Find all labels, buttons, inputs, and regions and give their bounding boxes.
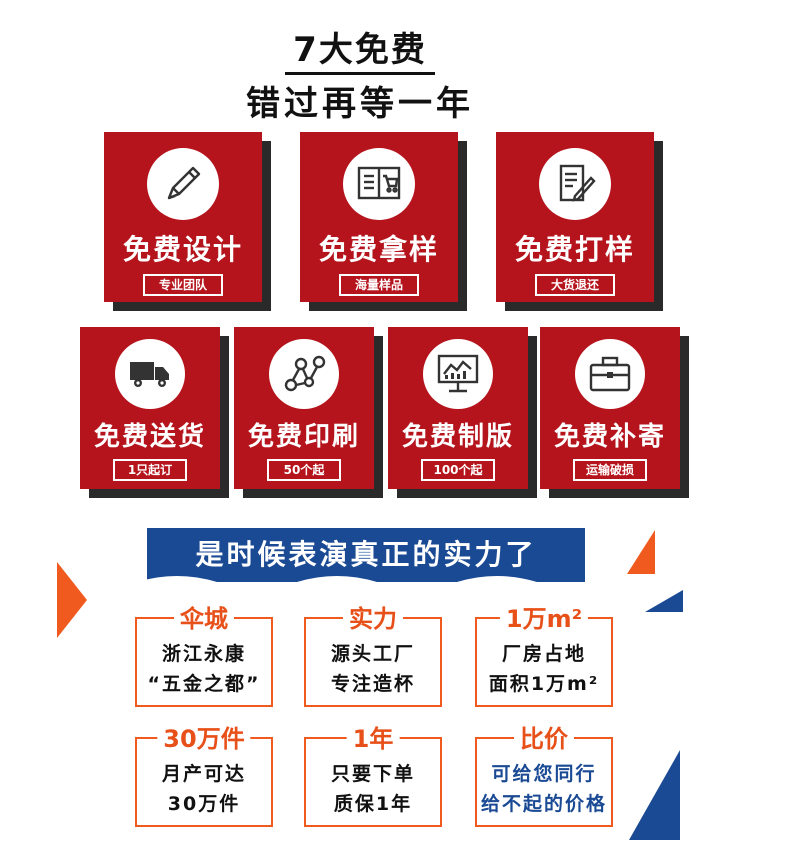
page-title-text: 7大免费 bbox=[285, 30, 435, 75]
card-tag: 海量样品 bbox=[339, 274, 419, 296]
card-tag: 1只起订 bbox=[113, 459, 187, 481]
pencil-icon bbox=[147, 148, 219, 220]
card-tag: 100个起 bbox=[421, 459, 495, 481]
strength-box: 1年 只要下单 质保1年 bbox=[304, 719, 442, 827]
box-line: “五金之都” bbox=[147, 673, 261, 695]
box-line: 质保1年 bbox=[333, 793, 413, 815]
card-title: 免费制版 bbox=[401, 422, 514, 452]
strength-box: 伞城 浙江永康 “五金之都” bbox=[135, 599, 273, 707]
card-title: 免费拿样 bbox=[318, 233, 439, 266]
strength-box: 实力 源头工厂 专注造杯 bbox=[304, 599, 442, 707]
box-line: 专注造杯 bbox=[330, 673, 415, 695]
document-pen-icon bbox=[539, 148, 611, 220]
box-line: 厂房占地 bbox=[501, 643, 586, 665]
box-heading: 实力 bbox=[343, 599, 403, 634]
catalog-icon bbox=[343, 148, 415, 220]
card-tag: 大货退还 bbox=[535, 274, 615, 296]
box-line: 源头工厂 bbox=[330, 643, 415, 665]
card-tag: 运输破损 bbox=[573, 459, 647, 481]
card-free-design: 免费设计 专业团队 bbox=[104, 132, 262, 302]
blue-triangle-bottom-right bbox=[629, 750, 680, 840]
box-heading: 1万m² bbox=[499, 599, 589, 634]
card-tag: 50个起 bbox=[267, 459, 341, 481]
strength-box: 30万件 月产可达 30万件 bbox=[135, 719, 273, 827]
card-title: 免费设计 bbox=[122, 233, 243, 266]
box-line: 给不起的价格 bbox=[480, 793, 607, 815]
card-tag: 专业团队 bbox=[143, 274, 223, 296]
card-title: 免费送货 bbox=[93, 422, 206, 452]
strength-section: 是时候表演真正的实力了 伞城 浙江永康 “五金之都” 实力 源头工厂 专注造杯 … bbox=[57, 520, 683, 840]
card-free-delivery: 免费送货 1只起订 bbox=[80, 327, 220, 489]
orange-triangle-left bbox=[57, 562, 87, 638]
card-free-printing: 免费印刷 50个起 bbox=[234, 327, 374, 489]
box-line: 只要下单 bbox=[330, 763, 415, 785]
strength-banner: 是时候表演真正的实力了 bbox=[147, 528, 585, 582]
monitor-chart-icon bbox=[423, 339, 493, 409]
box-heading: 伞城 bbox=[174, 599, 234, 634]
truck-icon bbox=[115, 339, 185, 409]
box-line: 面积1万m² bbox=[488, 673, 600, 695]
box-line: 可给您同行 bbox=[491, 763, 597, 785]
briefcase-icon bbox=[575, 339, 645, 409]
card-free-sample: 免费拿样 海量样品 bbox=[300, 132, 458, 302]
strength-box: 1万m² 厂房占地 面积1万m² bbox=[475, 599, 613, 707]
box-heading: 30万件 bbox=[157, 719, 251, 754]
blue-triangle-right bbox=[645, 590, 683, 612]
page-title: 7大免费 bbox=[0, 22, 720, 75]
card-title: 免费打样 bbox=[514, 233, 635, 266]
box-heading: 比价 bbox=[514, 719, 574, 754]
box-line: 月产可达 bbox=[161, 763, 246, 785]
box-line: 浙江永康 bbox=[161, 643, 246, 665]
box-line: 30万件 bbox=[167, 793, 241, 815]
card-free-platemaking: 免费制版 100个起 bbox=[388, 327, 528, 489]
card-free-proofing: 免费打样 大货退还 bbox=[496, 132, 654, 302]
card-title: 免费印刷 bbox=[247, 422, 360, 452]
banner-wave bbox=[137, 576, 607, 592]
strength-box: 比价 可给您同行 给不起的价格 bbox=[475, 719, 613, 827]
card-title: 免费补寄 bbox=[553, 422, 666, 452]
orange-triangle-right bbox=[627, 530, 655, 574]
box-heading: 1年 bbox=[346, 719, 400, 754]
card-free-resend: 免费补寄 运输破损 bbox=[540, 327, 680, 489]
graph-nodes-icon bbox=[269, 339, 339, 409]
page-subtitle: 错过再等一年 bbox=[246, 84, 474, 124]
